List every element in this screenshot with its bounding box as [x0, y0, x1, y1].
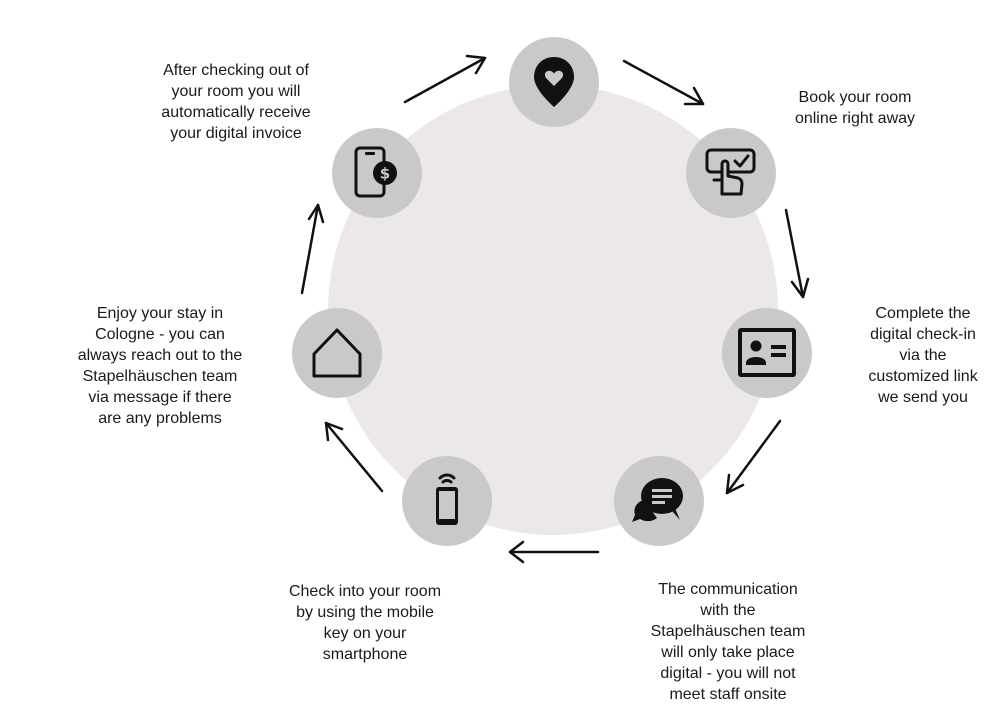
location-heart-icon [534, 57, 574, 107]
node-checkin [722, 308, 812, 398]
mobile-key-icon [436, 473, 458, 525]
home-icon [312, 328, 362, 378]
id-card-icon [738, 328, 796, 377]
arrow-6 [300, 203, 325, 295]
node-mobile-key [402, 456, 492, 546]
touch-check-icon [705, 148, 756, 196]
arrow-7 [403, 54, 487, 104]
node-location [509, 37, 599, 127]
arrow-4 [508, 540, 600, 564]
phone-invoice-icon: $ [354, 146, 397, 198]
chat-bubbles-icon [632, 478, 683, 522]
node-invoice: $ [332, 128, 422, 218]
arrow-2 [784, 208, 810, 299]
node-home [292, 308, 382, 398]
arrow-1 [622, 59, 705, 106]
node-communication [614, 456, 704, 546]
node-booking [686, 128, 776, 218]
svg-text:$: $ [380, 165, 390, 183]
